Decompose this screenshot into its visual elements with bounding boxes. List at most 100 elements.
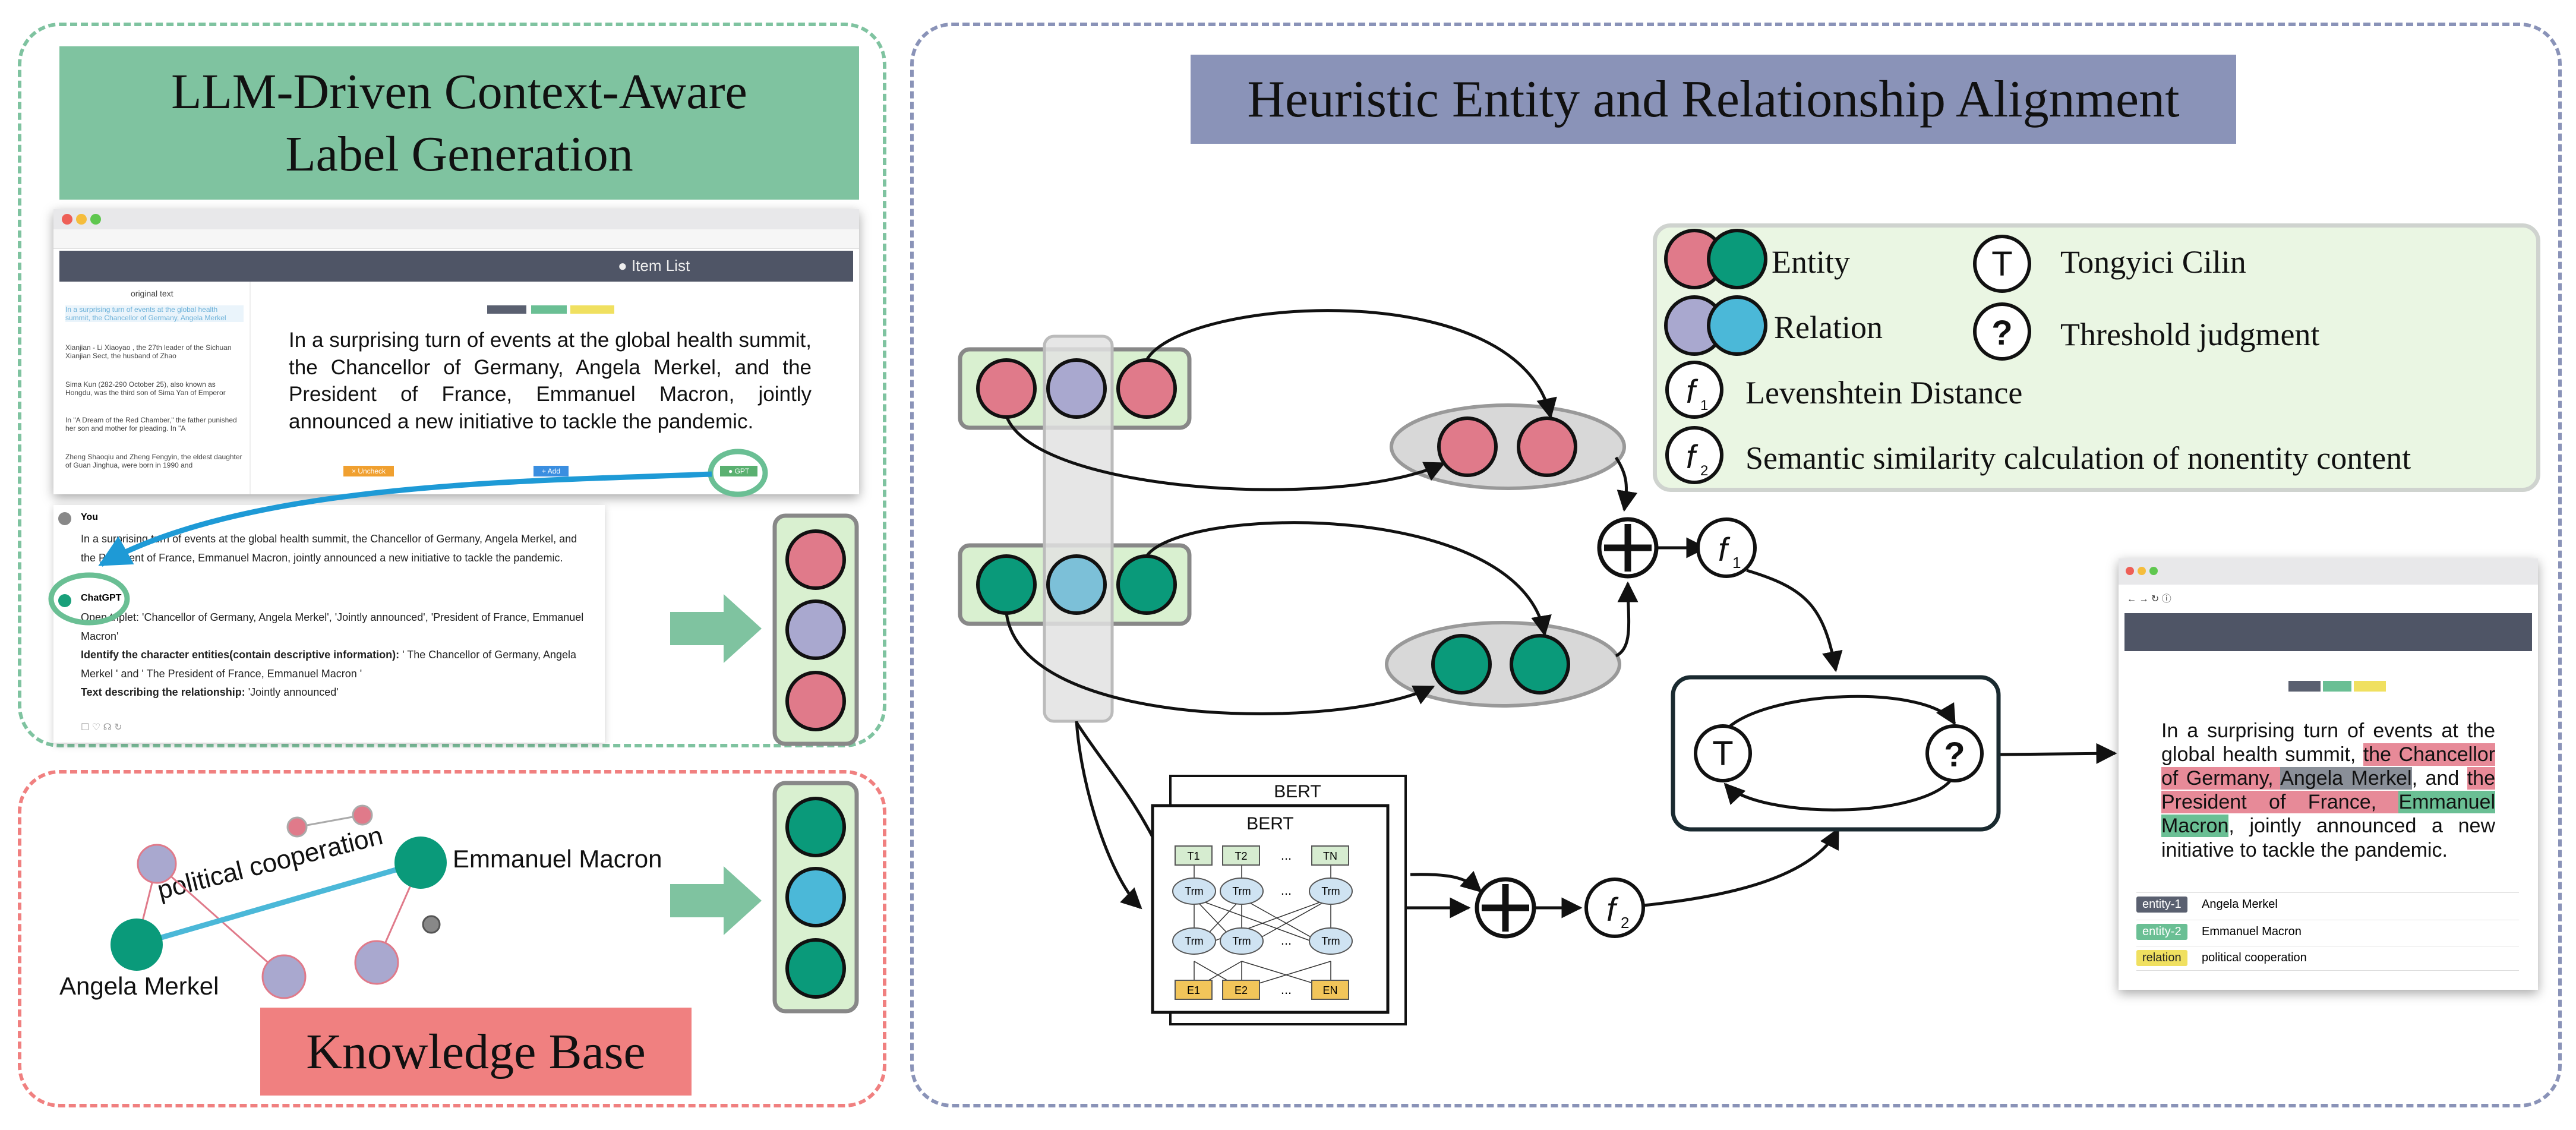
result-text-middle: , and: [2411, 767, 2467, 790]
svg-text:1: 1: [1732, 554, 1741, 572]
svg-text:Trm: Trm: [1185, 935, 1203, 947]
kg-node-relation: [354, 940, 399, 985]
sum-node-2: [1475, 877, 1536, 939]
legend-relation: Relation: [1774, 310, 1883, 345]
sidebar-item[interactable]: Zheng Shaoqiu and Zheng Fengyin, the eld…: [65, 453, 242, 469]
llm-relation-node: [785, 599, 846, 660]
sidebar-item[interactable]: Xianjian - Li Xiaoyao , the 27th leader …: [65, 343, 232, 360]
flow-arrow: [1614, 456, 1638, 512]
entity-pair-1: [1390, 403, 1626, 490]
window-min-dot[interactable]: [76, 214, 87, 225]
svg-text:E1: E1: [1187, 984, 1200, 996]
relation-line-value: 'Jointly announced': [245, 686, 339, 698]
triplet-line: Open triplet: 'Chancellor of Germany, An…: [81, 611, 584, 642]
chat-action-icons[interactable]: ☐ ♡ ☊ ↻: [81, 722, 122, 733]
row1-entity: [976, 358, 1037, 419]
flow-arrow: [1410, 870, 1482, 893]
kb-entity-node: [785, 938, 846, 999]
result-row: entity-2 Emmanuel Macron: [2136, 920, 2519, 944]
kg-node-small: [286, 816, 308, 838]
tag-relation: relation: [2136, 950, 2187, 966]
svg-text:...: ...: [1281, 982, 1292, 997]
result-text: In a surprising turn of events at the gl…: [2161, 719, 2495, 862]
title-line-1: LLM-Driven Context-Aware: [171, 64, 747, 119]
knowledge-graph: [111, 804, 447, 999]
uncheck-button[interactable]: × Uncheck: [343, 466, 394, 476]
svg-text:EN: EN: [1322, 984, 1337, 996]
gpt-button[interactable]: ● GPT: [720, 466, 758, 476]
sidebar-item[interactable]: In a surprising turn of events at the gl…: [65, 305, 244, 322]
result-nav-icons[interactable]: ← → ↻ ⓘ: [2127, 594, 2171, 604]
entity-line: Identify the character entities(contain …: [81, 646, 604, 683]
row2-entity: [976, 554, 1037, 615]
result-max-dot[interactable]: [2149, 567, 2158, 575]
result-tabbar: [2119, 558, 2538, 585]
result-min-dot[interactable]: [2138, 567, 2146, 575]
legend-tongyici: Tongyici Cilin: [2060, 244, 2246, 280]
kg-node-relation: [137, 844, 177, 884]
entity-line-value: ' The Chancellor of Germany, Angela Merk…: [81, 649, 577, 680]
result-chip-green: [2323, 681, 2351, 692]
gpt-to-chat-arrow: [98, 471, 712, 567]
knowledge-base-panel: [18, 770, 886, 1107]
threshold-box: [1671, 675, 2001, 832]
svg-text:Trm: Trm: [1232, 885, 1251, 897]
window-close-dot[interactable]: [62, 214, 72, 225]
user-label: You: [81, 512, 99, 522]
relation-column-highlight: [1043, 334, 1114, 723]
svg-text:2: 2: [1700, 463, 1708, 479]
kg-node-relation: [261, 954, 307, 999]
row2-entity: [1116, 554, 1177, 615]
row1-relation: [1046, 358, 1107, 419]
flow-arrow: [1005, 415, 1446, 491]
chatgpt-avatar: [58, 594, 71, 607]
flow-arrow: [1145, 309, 1557, 419]
knowledge-base-title: Knowledge Base: [260, 1008, 692, 1096]
add-button[interactable]: + Add: [533, 466, 569, 476]
entity-label-merkel: Angela Merkel: [59, 972, 219, 1000]
result-chip-gray: [2288, 681, 2321, 692]
svg-text:BERT: BERT: [1274, 782, 1321, 801]
flow-arrow: [1075, 721, 1142, 910]
svg-text:Trm: Trm: [1232, 935, 1251, 947]
llm-entity-node: [785, 671, 846, 731]
svg-text:T: T: [1712, 734, 1733, 773]
window-max-dot[interactable]: [90, 214, 101, 225]
tag-entity-1: entity-1: [2136, 897, 2187, 913]
pair1-entity: [1437, 416, 1498, 477]
entity-line-label: Identify the character entities(contain …: [81, 649, 400, 661]
tag-entity-2: entity-2: [2136, 924, 2187, 940]
legend-relation-icon: [1664, 295, 1767, 356]
sidebar-header: original text: [131, 289, 173, 298]
sidebar-item[interactable]: Sima Kun (282-290 October 25), also know…: [65, 380, 226, 397]
flow-arrow: [1998, 743, 2117, 764]
app-header-bar: [59, 251, 853, 282]
value-relation: political cooperation: [2202, 951, 2307, 964]
kg-node-small: [422, 915, 441, 934]
svg-text:2: 2: [1621, 914, 1629, 932]
threshold-loop-top: [1722, 695, 1956, 734]
relation-line-label: Text describing the relationship:: [81, 686, 245, 698]
flow-arrow: [1005, 613, 1435, 715]
label-chip-yellow: [570, 305, 614, 314]
labeling-app-screenshot: ● Item List original text In a surprisin…: [53, 209, 859, 494]
legend-entity-icon: [1664, 229, 1767, 289]
kb-relation-node: [785, 867, 846, 927]
browser-addressbar: [53, 229, 859, 249]
main-text: In a surprising turn of events at the gl…: [289, 329, 812, 433]
app-header-title: ● Item List: [618, 257, 690, 274]
flow-arrow: [1615, 581, 1639, 658]
result-row: entity-1 Angela Merkel: [2136, 892, 2519, 917]
result-close-dot[interactable]: [2126, 567, 2134, 575]
result-text-before: In a surprising turn of events at the gl…: [2161, 719, 2495, 766]
flow-arrow: [1075, 721, 1158, 845]
svg-text:T1: T1: [1187, 850, 1199, 862]
result-row: relation political cooperation: [2136, 946, 2519, 971]
label-generation-title: LLM-Driven Context-Aware Label Generatio…: [59, 46, 859, 200]
tongyici-node: T: [1694, 724, 1752, 782]
legend-entity: Entity: [1772, 244, 1850, 280]
svg-text:T2: T2: [1235, 850, 1247, 862]
flow-arrow: [1643, 827, 1840, 907]
chatgpt-label: ChatGPT: [81, 593, 122, 603]
sidebar-item[interactable]: In "A Dream of the Red Chamber," the fat…: [65, 416, 237, 433]
